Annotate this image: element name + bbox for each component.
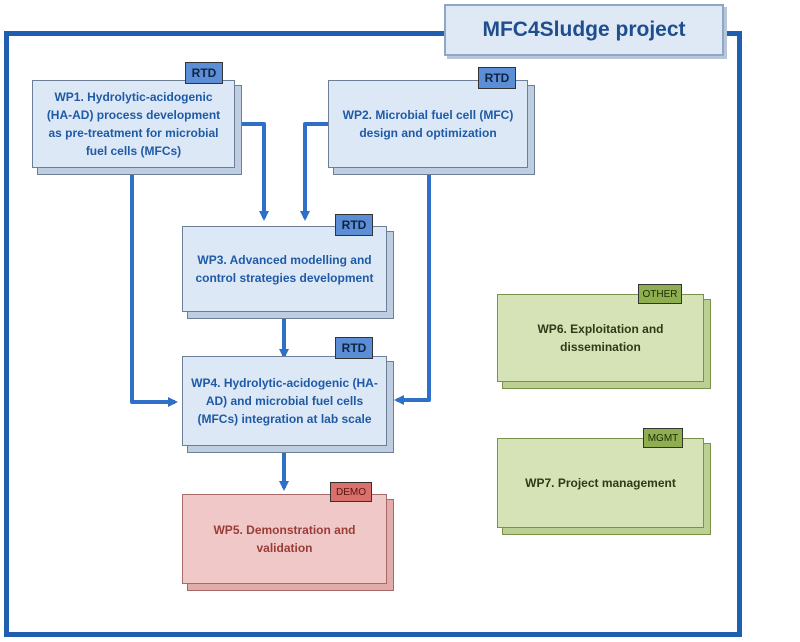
wp4-badge: RTD <box>335 337 373 359</box>
arrow-wp2-wp3 <box>300 122 333 221</box>
wp7-box: WP7. Project management <box>497 438 704 528</box>
arrow-wp1-wp3 <box>232 122 269 221</box>
wp5-badge: DEMO <box>330 482 372 502</box>
wp6-label: WP6. Exploitation and dissemination <box>537 322 664 354</box>
wp2-box: WP2. Microbial fuel cell (MFC) design an… <box>328 80 528 168</box>
wp2-badge: RTD <box>478 67 516 89</box>
wp2-label: WP2. Microbial fuel cell (MFC) design an… <box>342 108 514 140</box>
project-frame <box>4 31 742 637</box>
wp6-box: WP6. Exploitation and dissemination <box>497 294 704 382</box>
wp3-box: WP3. Advanced modelling and control stra… <box>182 226 387 312</box>
wp1-box: WP1. Hydrolytic-acidogenic (HA-AD) proce… <box>32 80 235 168</box>
wp1-label: WP1. Hydrolytic-acidogenic (HA-AD) proce… <box>46 90 221 158</box>
wp4-label: WP4. Hydrolytic-acidogenic (HA-AD) and m… <box>191 376 378 426</box>
wp7-label: WP7. Project management <box>525 476 676 490</box>
wp4-box: WP4. Hydrolytic-acidogenic (HA-AD) and m… <box>182 356 387 446</box>
wp3-label: WP3. Advanced modelling and control stra… <box>195 253 374 285</box>
arrow-wp2-wp4 <box>394 168 431 405</box>
wp7-badge: MGMT <box>643 428 683 448</box>
wp1-badge: RTD <box>185 62 223 84</box>
wp6-badge: OTHER <box>638 284 682 304</box>
arrow-wp1-wp4 <box>130 168 178 407</box>
wp3-badge: RTD <box>335 214 373 236</box>
project-title: MFC4Sludge project <box>444 4 724 56</box>
wp5-box: WP5. Demonstration and validation <box>182 494 387 584</box>
wp5-label: WP5. Demonstration and validation <box>213 523 356 555</box>
